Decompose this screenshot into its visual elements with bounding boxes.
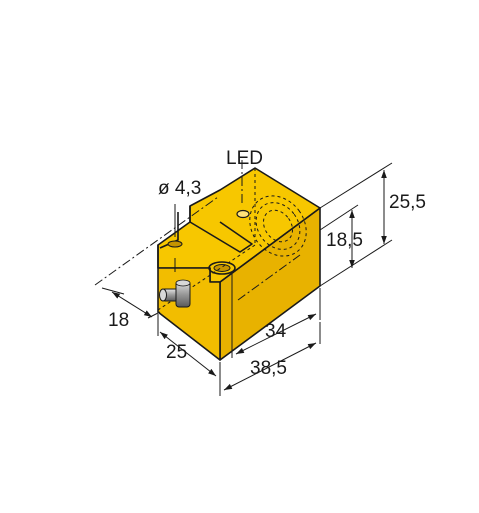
height-face-label: 18,5 [326,230,363,251]
depth-dimension: 18 [101,287,161,331]
width-label: 25 [166,342,187,363]
hole-diameter-label: ø 4,3 [158,178,201,199]
width-dimension: 25 [157,314,221,396]
depth-label: 18 [108,310,129,331]
sensing-coil [249,195,307,257]
led-indicator [236,209,250,219]
length-total-dimension: 38,5 [223,322,321,391]
length-inner-label: 34 [265,321,287,342]
hole-diameter-dimension: ø 4,3 [158,178,201,272]
height-total-dimension: 25,5 [319,162,426,287]
led-label: LED [226,148,263,169]
mounting-hole [208,261,236,275]
height-face-dimension: 18,5 [319,204,363,268]
length-total-label: 38,5 [250,358,287,379]
connector-pin [159,279,191,308]
height-total-label: 25,5 [389,192,426,213]
